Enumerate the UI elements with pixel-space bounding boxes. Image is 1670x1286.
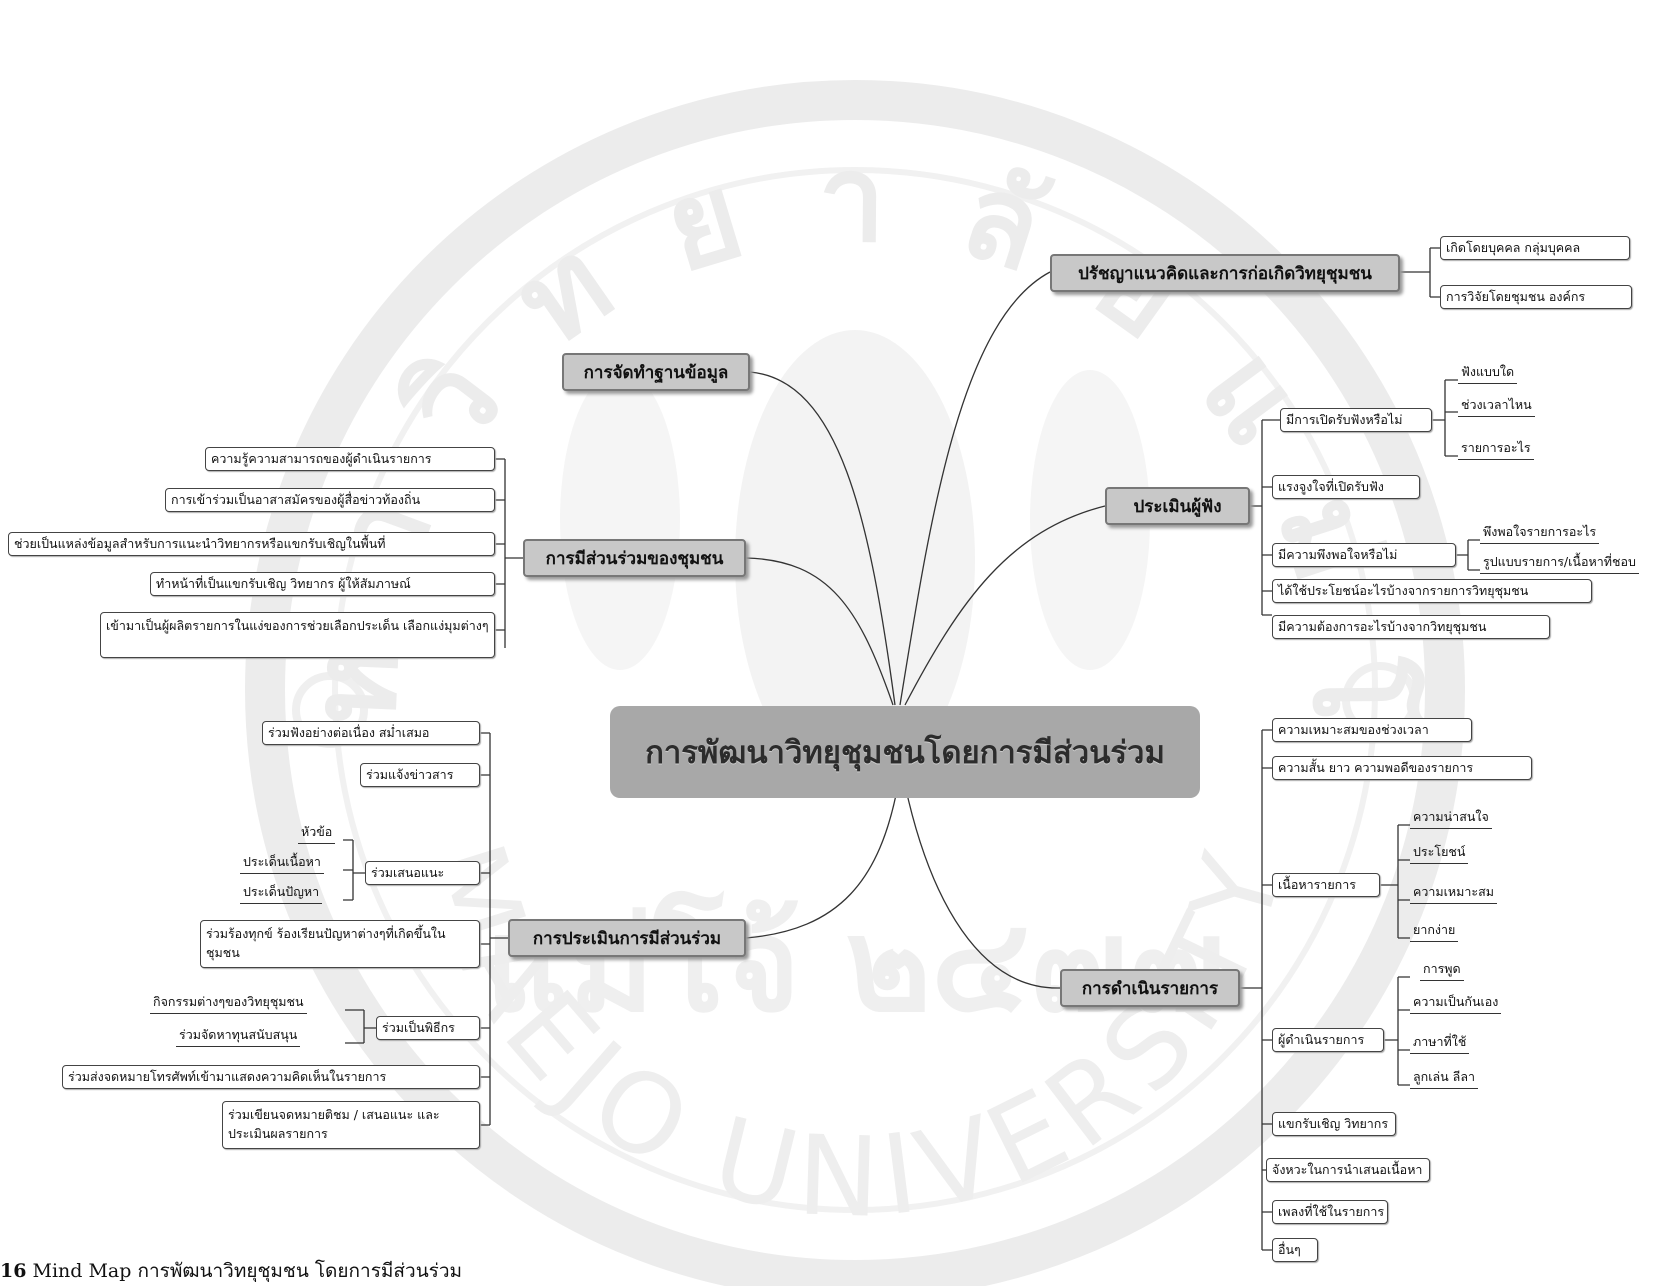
listener-item[interactable]: มีความพึงพอใจหรือไม่ [1272, 543, 1456, 567]
operation-item[interactable]: เนื้อหารายการ [1272, 873, 1380, 897]
operation-item[interactable]: ความเหมาะสมของช่วงเวลา [1272, 718, 1472, 742]
topic-community-participation[interactable]: การมีส่วนร่วมของชุมชน [523, 539, 746, 577]
participation-item[interactable]: ความรู้ความสามารถของผู้ดำเนินรายการ [205, 447, 495, 471]
figure-caption-text: Mind Map การพัฒนาวิทยุชุมชน โดยการมีส่วน… [32, 1260, 463, 1282]
participation-item[interactable]: การเข้าร่วมเป็นอาสาสมัครของผู้สื่อข่าวท้… [165, 488, 495, 512]
connector-data [749, 371, 896, 706]
philosophy-item[interactable]: การวิจัยโดยชุมชน องค์กร [1440, 285, 1632, 309]
participation-item[interactable]: ทำหน้าที่เป็นแขกรับเชิญ วิทยากร ผู้ให้สั… [150, 572, 495, 596]
evaluation-subitem[interactable]: ร่วมจัดหาทุนสนับสนุน [176, 1025, 301, 1047]
operation-subitem[interactable]: ความเหมาะสม [1410, 882, 1497, 904]
evaluation-subitem[interactable]: กิจกรรมต่างๆของวิทยุชุมชน [150, 992, 307, 1014]
listener-subitem[interactable]: พึงพอใจรายการอะไร [1480, 522, 1600, 544]
operation-item[interactable]: เพลงที่ใช้ในรายการ [1272, 1200, 1388, 1224]
evaluation-item[interactable]: ร่วมฟังอย่างต่อเนื่อง สม่ำเสมอ [262, 721, 480, 745]
topic-listener-evaluation[interactable]: ประเมินผู้ฟัง [1105, 487, 1250, 525]
operation-item[interactable]: ความสั้น ยาว ความพอดีของรายการ [1272, 756, 1532, 780]
participation-item[interactable]: เข้ามาเป็นผู้ผลิตรายการในแง่ของการช่วยเล… [100, 612, 495, 658]
listener-item[interactable]: ได้ใช้ประโยชน์อะไรบ้างจากรายการวิทยุชุมช… [1272, 579, 1592, 603]
topic-program-operation[interactable]: การดำเนินรายการ [1060, 969, 1240, 1007]
listener-item[interactable]: มีการเปิดรับฟังหรือไม่ [1280, 408, 1432, 432]
evaluation-subitem[interactable]: ประเด็นปัญหา [240, 882, 323, 904]
topic-participation-evaluation[interactable]: การประเมินการมีส่วนร่วม [508, 919, 746, 957]
listener-subitem[interactable]: ฟังแบบใด [1458, 362, 1518, 384]
operation-item[interactable]: ผู้ดำเนินรายการ [1272, 1028, 1384, 1052]
evaluation-item[interactable]: ร่วมแจ้งข่าวสาร [360, 763, 480, 787]
evaluation-item[interactable]: ร่วมเสนอแนะ [365, 861, 480, 885]
evaluation-subitem[interactable]: หัวข้อ [298, 822, 336, 844]
operation-subitem[interactable]: ความน่าสนใจ [1410, 807, 1492, 829]
connector-evaluation [745, 784, 899, 939]
topic-database[interactable]: การจัดทำฐานข้อมูล [562, 353, 750, 391]
operation-item[interactable]: จังหวะในการนำเสนอเนื้อหา [1266, 1158, 1430, 1182]
figure-number: 16 [0, 1260, 27, 1282]
connector-participation [745, 557, 894, 706]
connector-philosophy [899, 271, 1051, 706]
listener-subitem[interactable]: รูปแบบรายการ/เนื้อหาที่ชอบ [1480, 552, 1639, 574]
figure-caption: 16 Mind Map การพัฒนาวิทยุชุมชน โดยการมีส… [0, 1256, 462, 1286]
operation-subitem[interactable]: ความเป็นกันเอง [1410, 992, 1502, 1014]
operation-subitem[interactable]: การพูด [1420, 959, 1464, 981]
connector-listener [904, 505, 1106, 706]
listener-item[interactable]: มีความต้องการอะไรบ้างจากวิทยุชุมชน [1272, 615, 1550, 639]
evaluation-item[interactable]: ร่วมเขียนจดหมายติชม / เสนอแนะ และประเมิน… [222, 1101, 480, 1149]
watermark-center: แม่โจ้ ๒๔๗๗ [485, 888, 1225, 1041]
evaluation-item[interactable]: ร่วมเป็นพิธีกร [376, 1016, 480, 1040]
participation-item[interactable]: ช่วยเป็นแหล่งข้อมูลสำหรับการแนะนำวิทยากร… [8, 532, 495, 556]
evaluation-subitem[interactable]: ประเด็นเนื้อหา [240, 852, 324, 874]
central-topic[interactable]: การพัฒนาวิทยุชุมชนโดยการมีส่วนร่วม [610, 706, 1200, 798]
topic-philosophy[interactable]: ปรัชญาแนวคิดและการก่อเกิดวิทยุชุมชน [1050, 254, 1400, 292]
operation-subitem[interactable]: ภาษาที่ใช้ [1410, 1032, 1470, 1054]
listener-item[interactable]: แรงจูงใจที่เปิดรับฟัง [1272, 475, 1420, 499]
operation-subitem[interactable]: ประโยชน์ [1410, 842, 1469, 864]
listener-subitem[interactable]: รายการอะไร [1458, 438, 1534, 460]
evaluation-item[interactable]: ร่วมส่งจดหมายโทรศัพท์เข้ามาแสดงความคิดเห… [62, 1065, 480, 1089]
connector-operation [904, 784, 1061, 989]
operation-subitem[interactable]: ยากง่าย [1410, 920, 1459, 942]
operation-item[interactable]: อื่นๆ [1272, 1238, 1318, 1262]
operation-subitem[interactable]: ลูกเล่น ลีลา [1410, 1067, 1479, 1089]
philosophy-item[interactable]: เกิดโดยบุคคล กลุ่มบุคคล [1440, 236, 1630, 260]
evaluation-item[interactable]: ร่วมร้องทุกข์ ร้องเรียนปัญหาต่างๆที่เกิด… [200, 920, 480, 968]
listener-subitem[interactable]: ช่วงเวลาไหน [1458, 395, 1535, 417]
operation-item[interactable]: แขกรับเชิญ วิทยากร [1272, 1112, 1396, 1136]
